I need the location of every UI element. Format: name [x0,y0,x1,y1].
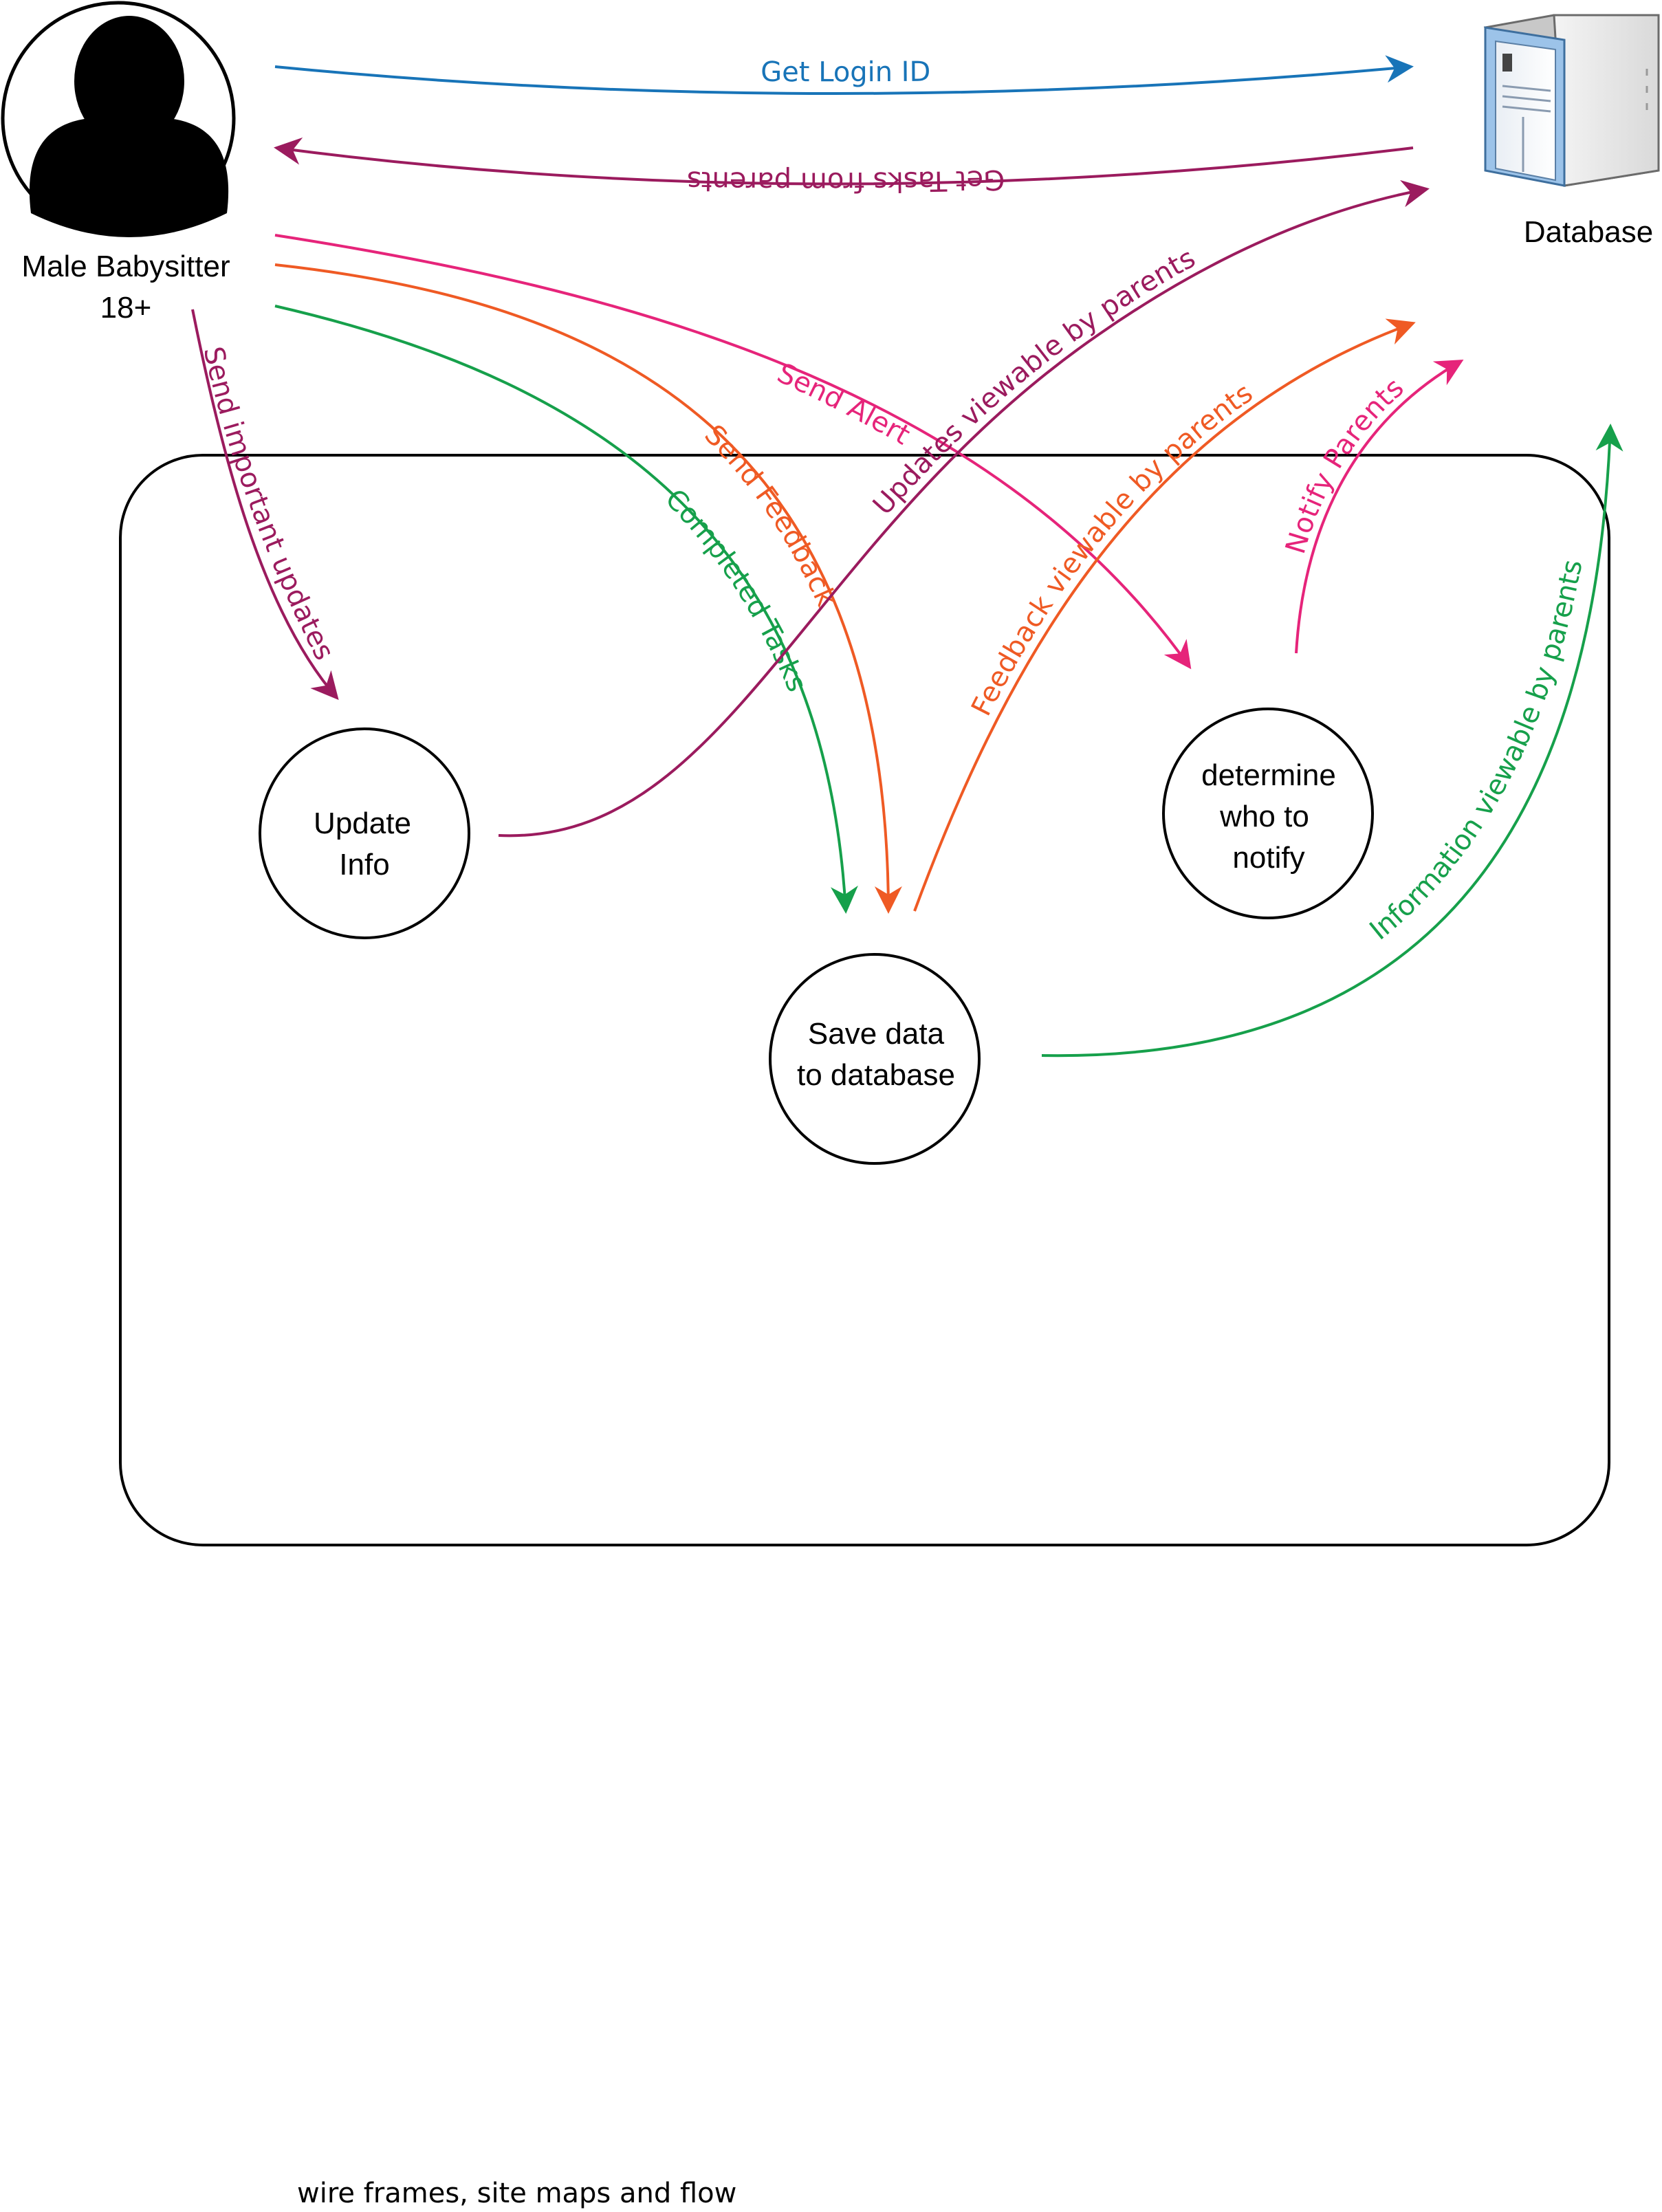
server-tower-icon [1483,14,1660,187]
flow-get-tasks: Get Tasks from parents [274,137,1414,198]
flow-send-feedback-label: Send Feedback [698,419,842,611]
process-save-data-line1: Save data [808,1017,945,1051]
svg-text:Send Alert: Send Alert [772,358,915,452]
process-determine-line1: determine [1201,758,1336,792]
process-update-info: Update Info [259,727,470,939]
flow-notify-parents: Notify Parents [1280,360,1464,654]
database-label: Database [1524,215,1653,249]
process-update-info-line1: Update [314,807,411,840]
flow-feedback-viewable-label: Feedback viewable by parents [965,377,1258,721]
svg-text:Feedback viewable by parents: Feedback viewable by parents [965,377,1258,721]
flow-get-tasks-label: Get Tasks from parents [687,164,1005,198]
actor-node: Male Babysitter 18+ [1,1,236,325]
svg-text:Get Login ID: Get Login ID [761,56,930,89]
process-update-info-line2: Info [339,848,389,881]
actor-label-line2: 18+ [100,291,152,325]
flow-send-important-updates: Send important updates [191,309,340,701]
process-determine-line2: who to [1219,800,1309,833]
flow-send-important-updates-label: Send important updates [197,344,340,665]
footer-caption: wire frames, site maps and flow [297,2178,736,2209]
svg-text:Information viewable by parent: Information viewable by parents [1364,557,1589,946]
actor-label-line1: Male Babysitter [21,250,230,283]
person-silhouette-icon [1,1,236,237]
process-save-data-line2: to database [797,1058,955,1092]
svg-text:Get Tasks from parents: Get Tasks from parents [687,164,1005,198]
flow-send-alert-label: Send Alert [772,358,915,452]
process-determine-line3: notify [1232,841,1304,875]
flow-get-login-id-label: Get Login ID [761,56,930,89]
flow-information-viewable-label: Information viewable by parents [1364,557,1589,946]
svg-text:Send Feedback: Send Feedback [698,419,842,611]
svg-text:Send important updates: Send important updates [197,344,340,665]
database-node: Database [1483,14,1660,249]
flow-get-login-id: Get Login ID [274,55,1414,95]
flow-notify-parents-label: Notify Parents [1280,372,1410,558]
svg-text:Notify Parents: Notify Parents [1280,372,1410,558]
process-save-data: Save data to database [769,953,981,1165]
system-boundary [119,454,1610,1546]
process-determine-notify: determine who to notify [1162,708,1374,919]
